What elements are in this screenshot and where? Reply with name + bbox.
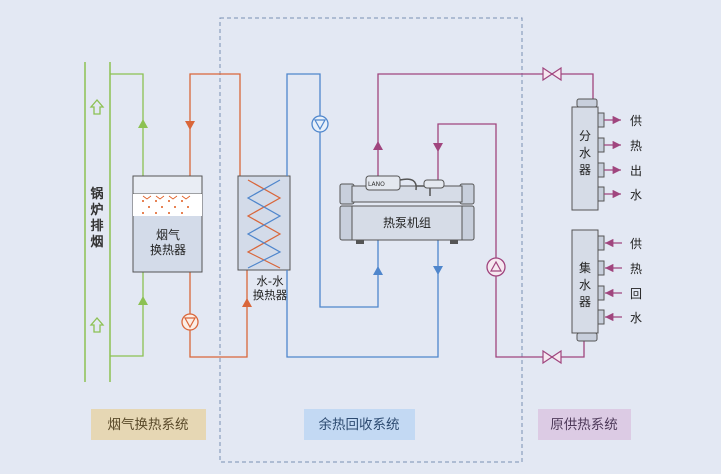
magenta-up-arrow-icon bbox=[373, 141, 383, 150]
heat-pump-unit bbox=[339, 175, 475, 244]
flue-hx-label: 换热器 bbox=[150, 243, 186, 257]
flue-section-box bbox=[91, 409, 206, 440]
blue-pump-icon bbox=[311, 115, 329, 133]
magenta-pump-icon bbox=[486, 257, 506, 277]
supply-out-char: 出 bbox=[630, 164, 642, 178]
distributor-char: 器 bbox=[579, 163, 591, 177]
valve-icon bbox=[542, 349, 562, 365]
boiler-exhaust-char: 锅 bbox=[90, 186, 103, 202]
flue-gas-heat-exchanger bbox=[132, 175, 203, 273]
supply-return-char: 热 bbox=[630, 262, 642, 276]
flue-section-label: 烟气换热系统 bbox=[108, 417, 189, 433]
recovery-system-border bbox=[219, 17, 523, 463]
flue-up-arrow-icon bbox=[89, 99, 105, 115]
distributor-char: 分 bbox=[579, 129, 591, 143]
flue-gas-loop bbox=[110, 73, 148, 357]
supply-return-char: 供 bbox=[630, 237, 642, 251]
boiler-exhaust-char: 烟 bbox=[90, 235, 103, 250]
original-section-label: 原供热系统 bbox=[550, 417, 618, 433]
supply-out-char: 水 bbox=[630, 188, 642, 202]
water-distributor bbox=[571, 98, 621, 211]
recovery-section-box bbox=[304, 409, 415, 440]
magenta-water-loop bbox=[373, 73, 594, 358]
flue-hx-label: 烟气 bbox=[156, 227, 180, 242]
water-water-heat-exchanger bbox=[237, 175, 291, 271]
heat-pump-brand: LANO bbox=[368, 181, 385, 188]
supply-out-char: 热 bbox=[630, 139, 642, 153]
green-up-arrow-icon bbox=[138, 119, 148, 128]
boiler-exhaust-char: 炉 bbox=[90, 202, 103, 218]
boiler-flue bbox=[84, 62, 111, 382]
valve-icon bbox=[542, 66, 562, 82]
flue-up-arrow-icon bbox=[89, 317, 105, 333]
original-section-box bbox=[538, 409, 631, 440]
collector-char: 水 bbox=[579, 278, 591, 292]
blue-water-loop bbox=[286, 73, 443, 358]
ww-hx-label: 换热器 bbox=[253, 288, 288, 302]
magenta-down-arrow-icon bbox=[433, 143, 443, 152]
orange-up-arrow-icon bbox=[242, 298, 252, 307]
collector-char: 集 bbox=[579, 260, 591, 275]
green-up-arrow-icon bbox=[138, 296, 148, 305]
orange-down-arrow-icon bbox=[185, 121, 195, 130]
supply-out-char: 供 bbox=[630, 114, 642, 128]
blue-up-arrow-icon bbox=[373, 266, 383, 275]
collector-char: 器 bbox=[579, 295, 591, 309]
supply-return-char: 回 bbox=[630, 287, 642, 301]
supply-return-char: 水 bbox=[630, 311, 642, 325]
water-collector bbox=[571, 229, 622, 342]
blue-down-arrow-icon bbox=[433, 266, 443, 275]
heat-pump-label: 热泵机组 bbox=[383, 216, 431, 230]
boiler-exhaust-char: 排 bbox=[90, 218, 103, 234]
ww-hx-label: 水-水 bbox=[256, 274, 284, 288]
distributor-char: 水 bbox=[579, 146, 591, 160]
orange-pump-icon bbox=[181, 313, 199, 331]
recovery-section-label: 余热回收系统 bbox=[319, 416, 400, 433]
